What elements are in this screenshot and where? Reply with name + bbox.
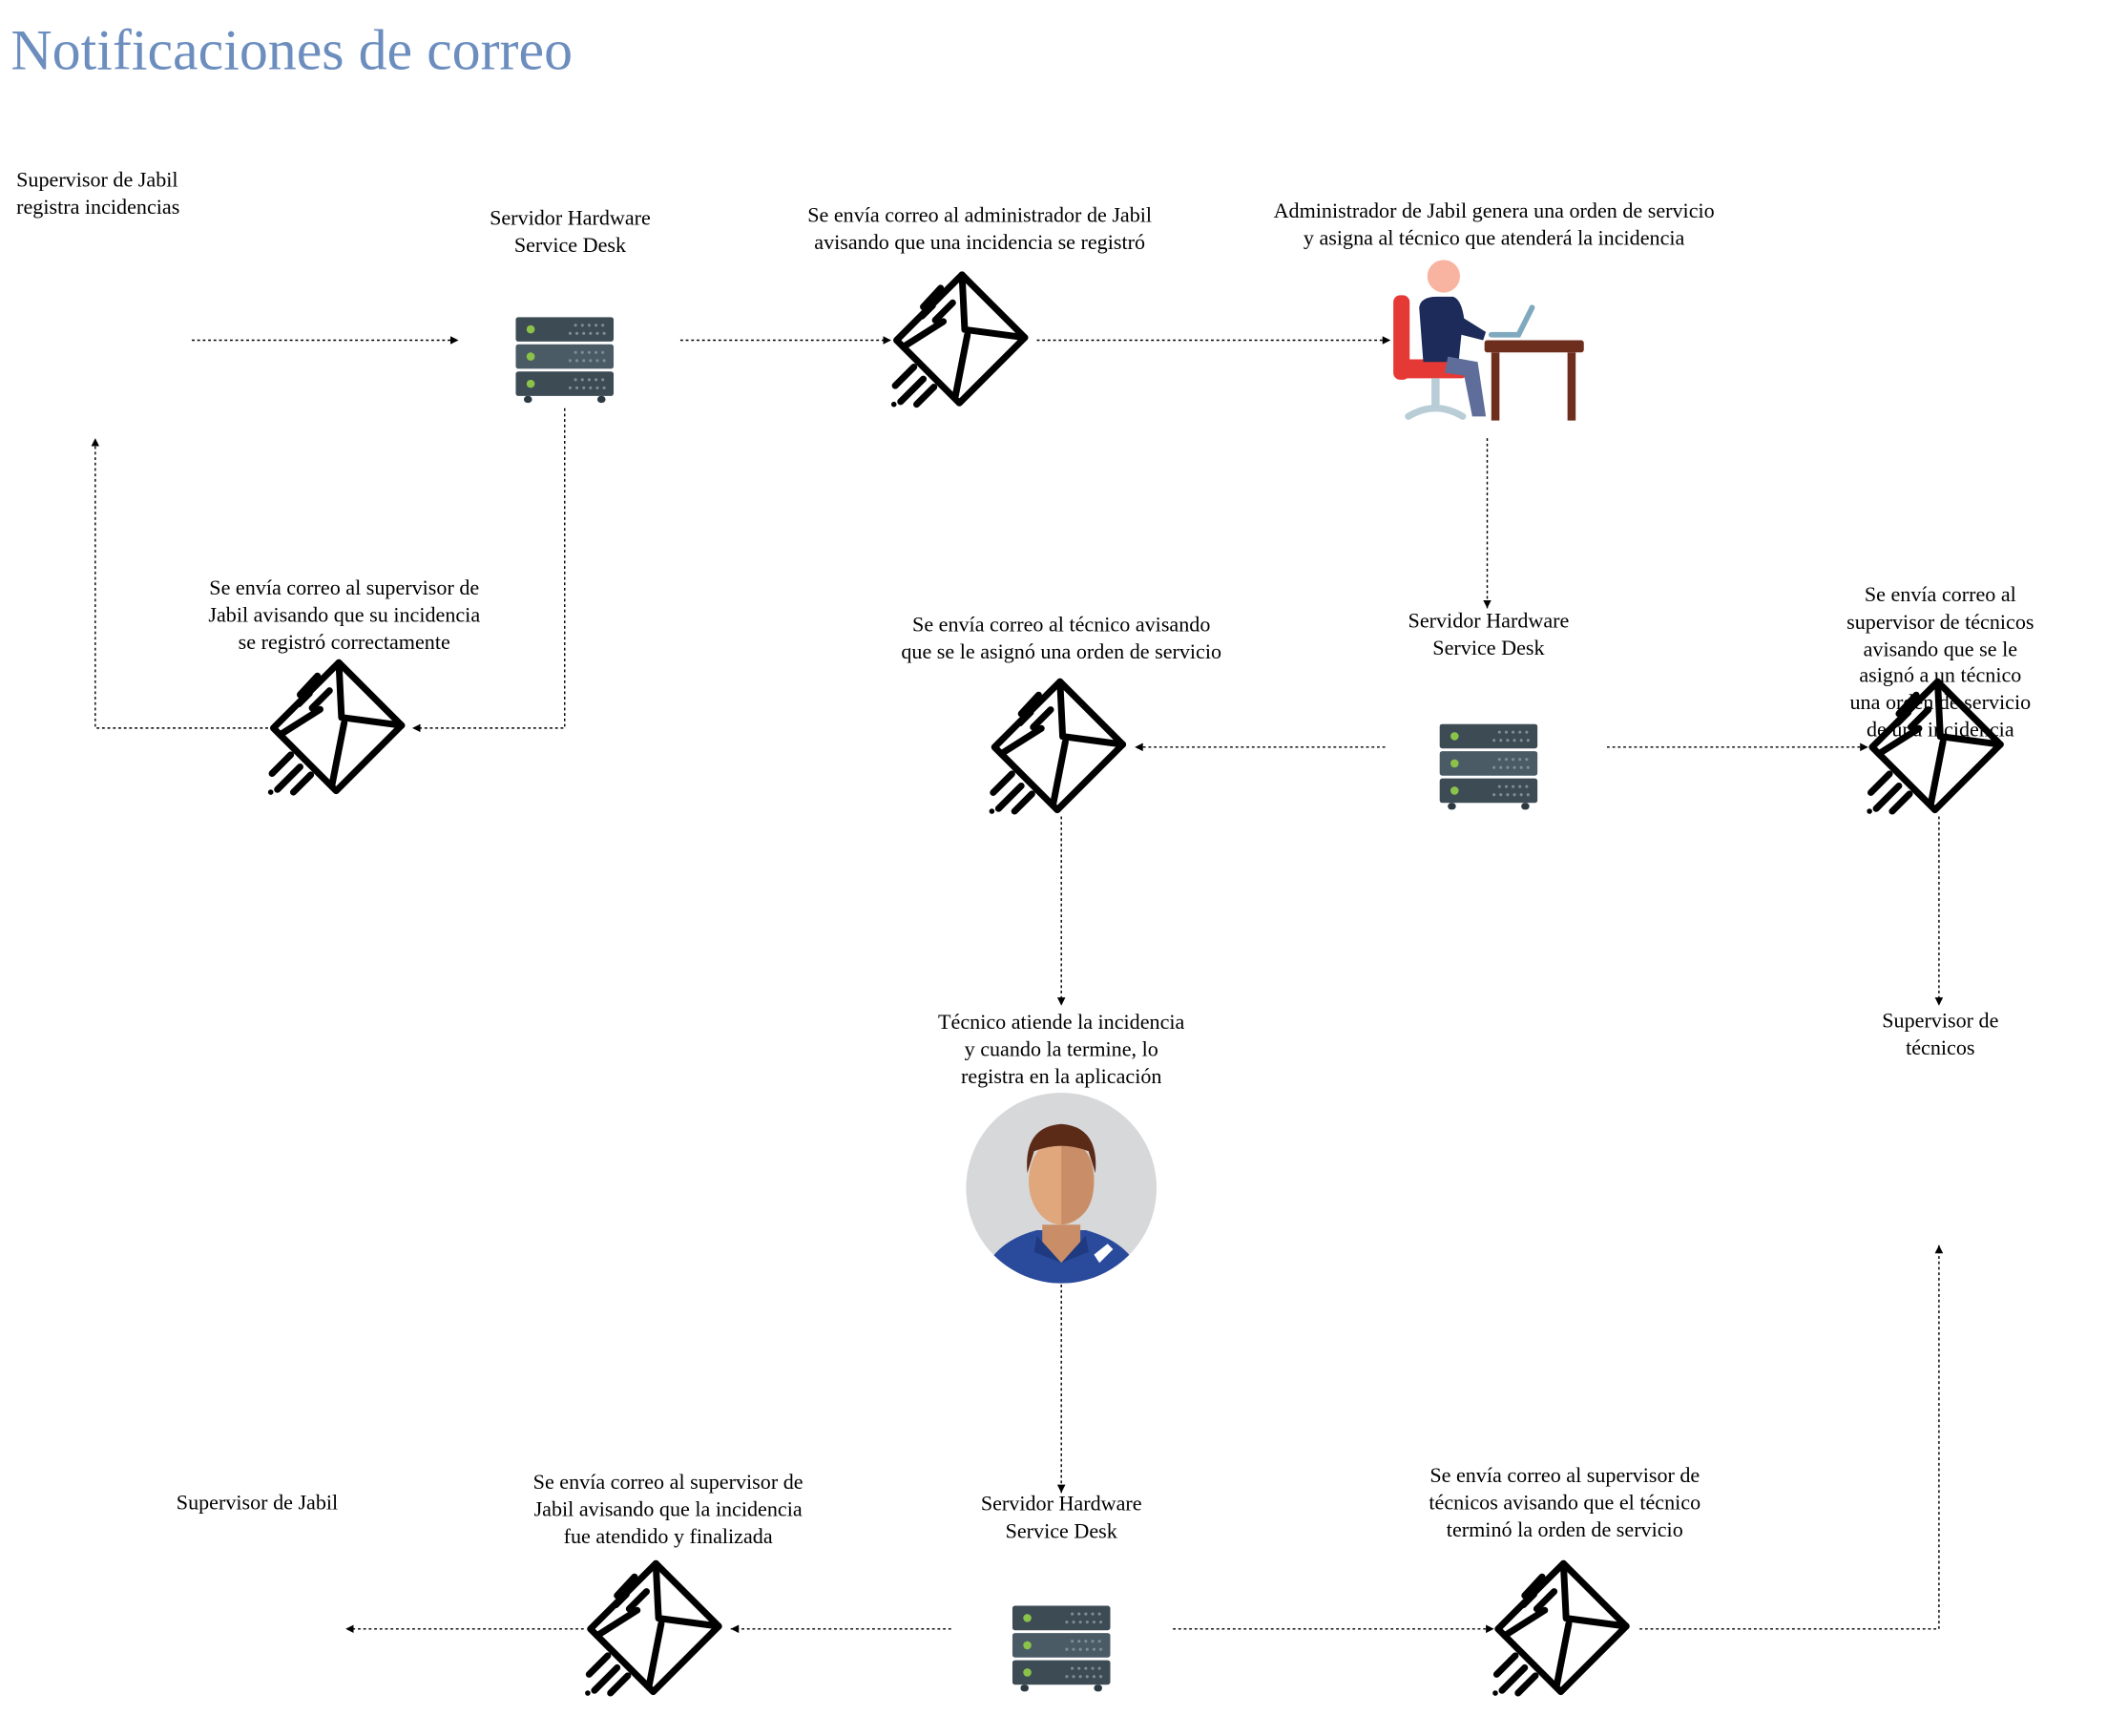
label-supervisor-tecnicos: Supervisor de técnicos — [1882, 1010, 1999, 1060]
edge-servidor-1-to-correo-supervisor — [412, 408, 566, 733]
label-supervisor-jabil-final: Supervisor de Jabil — [176, 1491, 339, 1516]
label-correo-supervisor-tecnicos: Se envía correo al supervisor de técnico… — [1846, 583, 2034, 743]
page-title: Notificaciones de correo — [10, 20, 574, 83]
label-supervisor-jabil-registra: Supervisor de Jabil registra incidencias — [16, 168, 180, 220]
label-servidor-2: Servidor Hardware Service Desk — [1408, 609, 1570, 660]
label-correo-tecnico: Se envía correo al técnico avisando que … — [901, 614, 1222, 664]
server-icon — [1439, 723, 1538, 810]
edge-correo-supervisor-to-supervisor-jabil — [91, 438, 268, 729]
envelope-icon — [585, 1563, 719, 1696]
edge-correo-tecnicos-termino-to-supervisor-tecnicos — [1639, 1244, 1944, 1630]
envelope-icon — [891, 275, 1025, 408]
label-correo-tecnicos-termino: Se envía correo al supervisor de técnico… — [1429, 1464, 1701, 1541]
server-icon — [515, 317, 615, 404]
person-at-desk-icon — [1393, 260, 1584, 421]
server-icon — [1012, 1605, 1111, 1692]
envelope-icon — [1492, 1563, 1626, 1696]
label-tecnico: Técnico atiende la incidencia y cuando l… — [938, 1011, 1185, 1089]
connector-arrows — [91, 336, 1944, 1634]
label-correo-admin: Se envía correo al administrador de Jabi… — [807, 203, 1153, 255]
label-servidor-1: Servidor Hardware Service Desk — [490, 206, 651, 258]
envelope-icon — [268, 662, 402, 795]
label-correo-supervisor-registro: Se envía correo al supervisor de Jabil a… — [208, 576, 481, 655]
technician-avatar-icon — [966, 1092, 1158, 1284]
envelope-icon — [990, 681, 1123, 814]
label-servidor-3: Servidor Hardware Service Desk — [980, 1493, 1142, 1543]
label-administrador: Administrador de Jabil genera una orden … — [1273, 199, 1715, 251]
label-correo-supervisor-final: Se envía correo al supervisor de Jabil a… — [532, 1471, 803, 1549]
